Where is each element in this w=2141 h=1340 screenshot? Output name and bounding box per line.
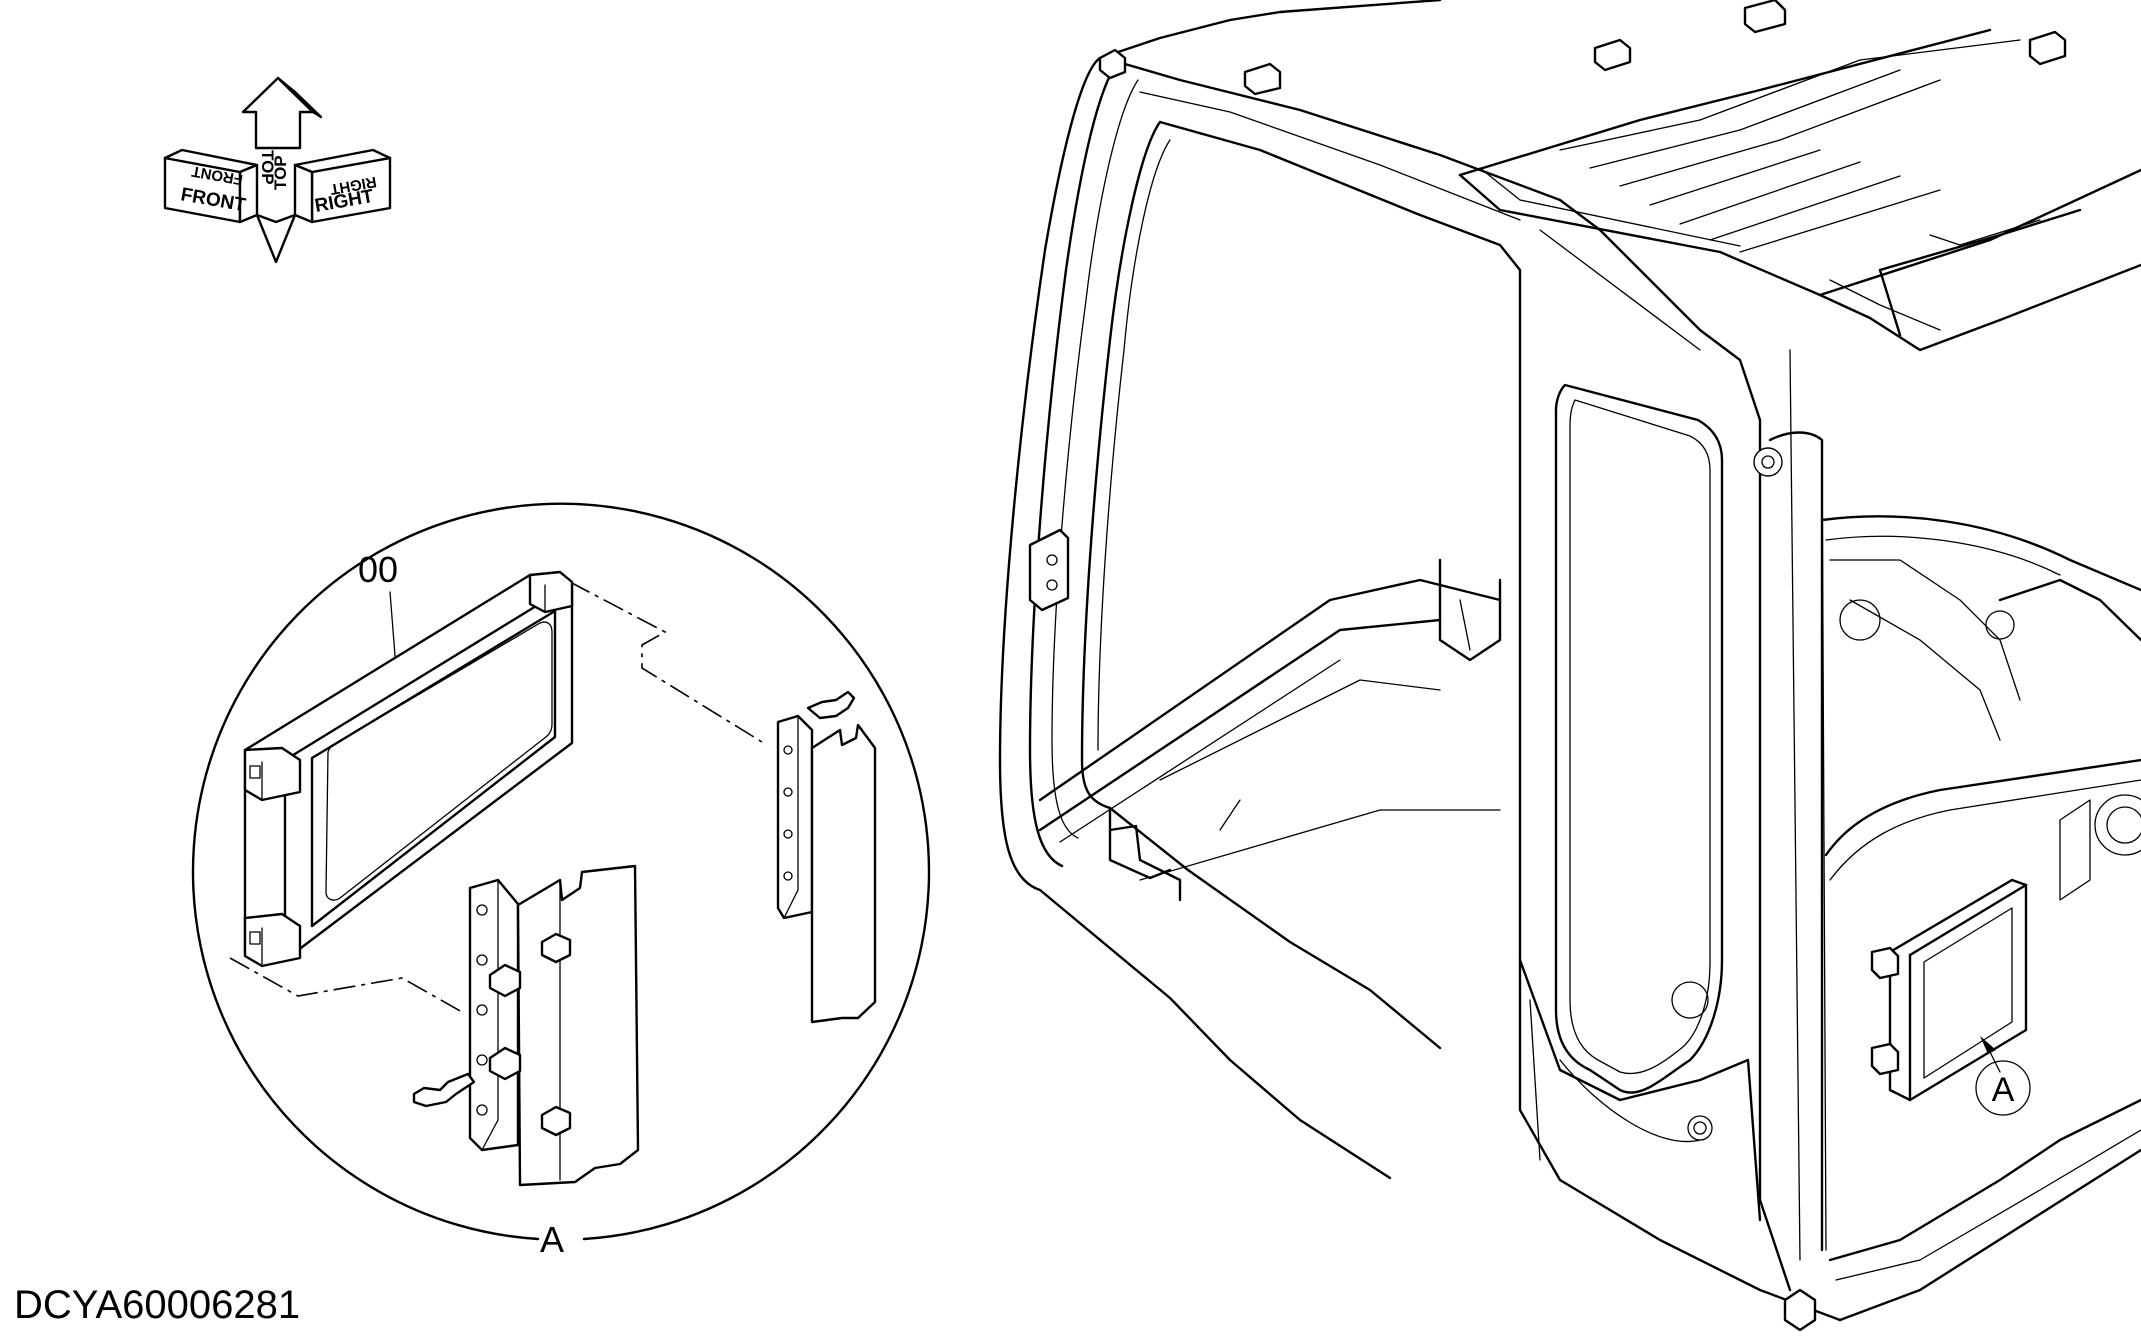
bracket-plate-right	[516, 864, 640, 1187]
part-number-label: 00	[358, 549, 398, 590]
callout-arrowhead	[1980, 1036, 1996, 1054]
roof-panel-rear	[1458, 168, 2141, 297]
top-arrow-edge	[276, 76, 323, 119]
callout-a: A	[1975, 1036, 2031, 1116]
door-window-opening	[1554, 383, 1724, 1094]
lower-bracket-assembly	[412, 864, 640, 1187]
controller-face-outline	[310, 609, 557, 928]
mount-boss-top-left	[243, 746, 302, 802]
part-leader-line	[389, 591, 397, 669]
top-arrow-face	[241, 76, 315, 150]
top-label: TOP	[258, 150, 277, 185]
orientation-indicator: FRONT FRONT RIGHT RIGHT TOP TOP	[163, 76, 392, 264]
centerline-lower	[229, 957, 463, 1013]
roof-rear-edge	[1818, 263, 2141, 352]
centerline-upper	[569, 581, 763, 743]
detail-label: A	[540, 1219, 564, 1260]
rear-body-top	[1820, 515, 2141, 592]
controller-unit	[243, 570, 574, 968]
top-label-mirrored: TOP	[271, 155, 290, 190]
floor-frame-upper	[1038, 578, 1502, 802]
installed-controller	[1870, 878, 2028, 1102]
rear-body-side	[1824, 758, 2141, 857]
detail-circle	[191, 502, 931, 1241]
front-frame-inner	[1051, 79, 1139, 839]
right-arrow-side	[293, 163, 314, 224]
door-pillar-rear	[1558, 198, 1792, 1292]
callout-label: A	[1992, 1071, 2015, 1109]
orientation-base	[255, 213, 297, 264]
lower-door-panel	[1518, 958, 1762, 1222]
detail-view-a: A 00	[191, 502, 931, 1260]
installed-controller-panel	[1923, 907, 2013, 1079]
callout-circle	[1975, 1060, 2031, 1116]
hex-nut-2	[540, 932, 572, 964]
controller-display-panel	[325, 621, 553, 901]
cab-frame: A	[998, 0, 2141, 1332]
drawing-id: DCYA60006281	[14, 1283, 300, 1327]
roof-top-edge	[1278, 0, 1442, 14]
hex-nut-3	[488, 1046, 522, 1081]
door-pillar-front	[1498, 243, 1842, 1322]
roof-front-lower	[1158, 120, 1502, 247]
rear-body-bottom	[1828, 1098, 2141, 1262]
front-pillar-bracket	[1028, 528, 1070, 612]
controller-top-edge	[283, 582, 574, 762]
bracket-plate-upper-left	[776, 714, 814, 920]
hex-nut-4	[540, 1105, 572, 1137]
bolt-upper	[806, 690, 856, 720]
front-frame-outer	[998, 56, 1392, 1180]
pillar-hinge-fitting	[1753, 447, 1783, 477]
hex-nut-1	[488, 963, 522, 998]
roof-panel-front	[1458, 28, 1992, 177]
floor-frame-lower	[1038, 618, 1442, 832]
upper-bracket-assembly	[776, 690, 877, 1024]
bracket-plate-upper-right	[810, 723, 877, 1024]
roof-front-beam	[1098, 10, 1282, 60]
mount-boss-top-right	[528, 570, 574, 614]
mount-boss-bottom-left	[243, 912, 302, 968]
bolt-lower	[412, 1072, 476, 1108]
front-frame-outer-2	[1028, 60, 1120, 868]
windshield-opening	[1080, 120, 1442, 1050]
